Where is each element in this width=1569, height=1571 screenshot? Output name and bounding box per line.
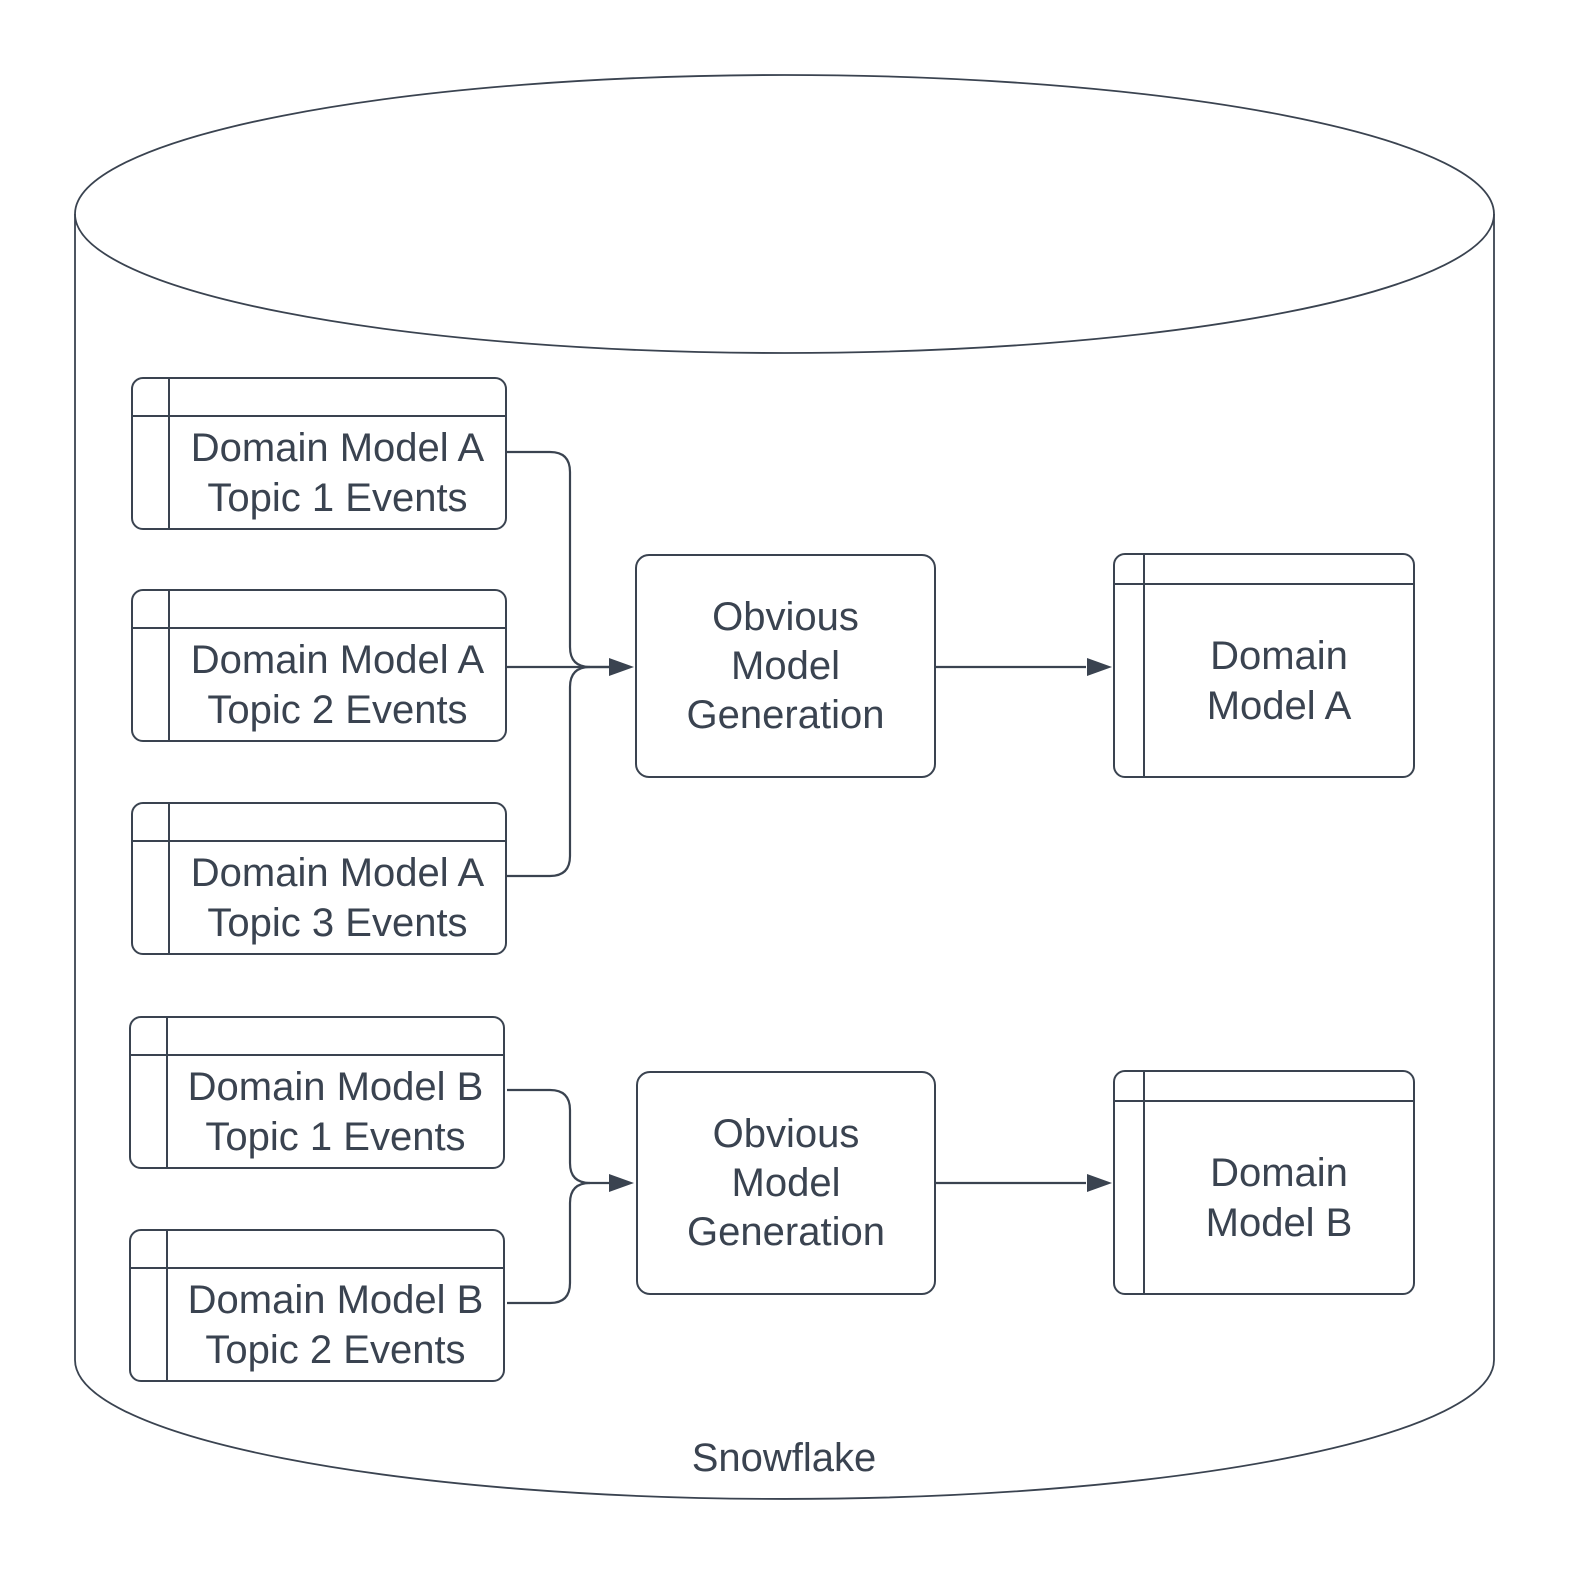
table-domain-model-a-label: Domain Model A — [1206, 633, 1352, 728]
process-a-obvious-model-generation: Obvious Model Generation — [635, 554, 936, 778]
table-header-divider — [131, 1054, 503, 1056]
table-domain-model-a: Domain Model A — [1113, 553, 1415, 778]
table-domain-model-b: Domain Model B — [1113, 1070, 1415, 1295]
connector-a-topic3 — [507, 665, 591, 878]
table-column-divider — [1143, 1072, 1145, 1293]
table-a-topic-1-label: Domain Model A Topic 1 Events — [190, 425, 485, 520]
connectors-group-b — [507, 1088, 1086, 1305]
table-b-topic-1-label: Domain Model B Topic 1 Events — [187, 1064, 484, 1159]
table-header-divider — [131, 1267, 503, 1269]
arrowhead-b-into-process — [609, 1174, 634, 1192]
table-b-topic-2-label: Domain Model B Topic 2 Events — [187, 1277, 484, 1372]
snowflake-label: Snowflake — [691, 1436, 877, 1480]
table-domain-model-b-label: Domain Model B — [1205, 1150, 1353, 1245]
process-b-obvious-model-generation: Obvious Model Generation — [636, 1071, 936, 1295]
cylinder-top-ellipse — [74, 74, 1495, 354]
table-column-divider — [168, 379, 170, 528]
connector-b-topic1 — [507, 1088, 609, 1185]
connector-b-topic2 — [507, 1181, 591, 1305]
snowflake-cylinder-shape — [74, 74, 1495, 1500]
connector-a-topic1 — [507, 450, 609, 669]
table-a-topic-1-events: Domain Model A Topic 1 Events — [131, 377, 507, 530]
arrowhead-a-into-output — [1087, 658, 1112, 676]
table-column-divider — [168, 591, 170, 740]
table-column-divider — [168, 804, 170, 953]
table-b-topic-2-events: Domain Model B Topic 2 Events — [129, 1229, 505, 1382]
arrowhead-b-into-output — [1087, 1174, 1112, 1192]
table-column-divider — [166, 1018, 168, 1167]
table-b-topic-1-events: Domain Model B Topic 1 Events — [129, 1016, 505, 1169]
arrowhead-a-into-process — [609, 658, 634, 676]
table-column-divider — [166, 1231, 168, 1380]
cylinder-bottom-arc — [74, 1359, 1495, 1500]
table-column-divider — [1143, 555, 1145, 776]
table-header-divider — [1115, 1100, 1413, 1102]
table-header-divider — [1115, 583, 1413, 585]
table-a-topic-3-events: Domain Model A Topic 3 Events — [131, 802, 507, 955]
table-a-topic-2-label: Domain Model A Topic 2 Events — [190, 637, 485, 732]
table-header-divider — [133, 627, 505, 629]
table-header-divider — [133, 415, 505, 417]
table-a-topic-2-events: Domain Model A Topic 2 Events — [131, 589, 507, 742]
table-header-divider — [133, 840, 505, 842]
connectors-group-a — [507, 450, 1086, 878]
table-a-topic-3-label: Domain Model A Topic 3 Events — [190, 850, 485, 945]
